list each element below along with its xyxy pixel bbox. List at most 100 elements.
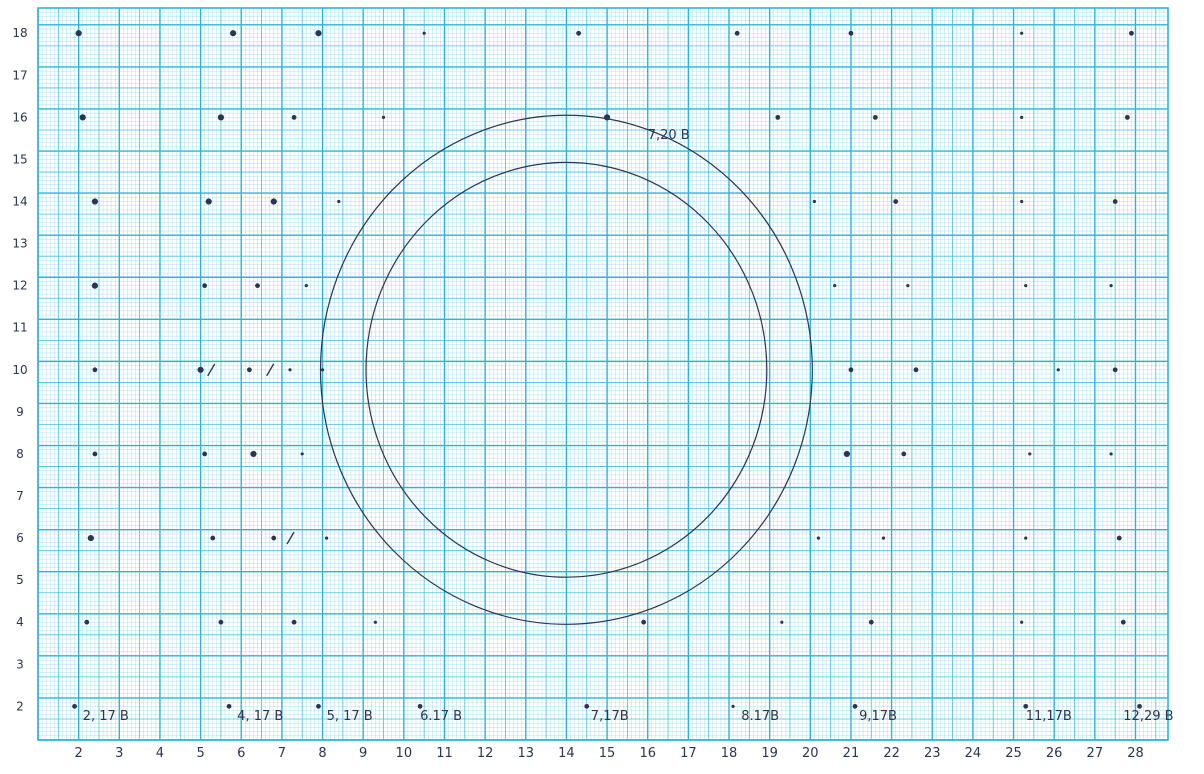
pencil-dot [92, 367, 98, 373]
pencil-dot [1020, 31, 1024, 35]
pencil-dot [217, 114, 225, 121]
x-tick-label: 26 [1046, 746, 1063, 761]
x-tick-label: 19 [761, 746, 778, 761]
x-tick-label: 28 [1127, 746, 1144, 761]
pencil-dot [288, 368, 292, 372]
pencil-dot [218, 619, 224, 625]
inner-circle [365, 161, 768, 578]
pencil-dot [848, 367, 854, 373]
pencil-dot [84, 619, 90, 625]
pencil-dot [197, 366, 204, 373]
pencil-dot [868, 619, 874, 625]
pencil-dot [1124, 114, 1130, 120]
pencil-dot [734, 30, 740, 36]
x-tick-label: 8 [318, 746, 326, 761]
pencil-dot [316, 703, 321, 709]
pencil-dot [603, 114, 611, 121]
pencil-dot [1028, 452, 1032, 456]
drawn-circles [319, 114, 813, 625]
annotation-label: 2, 17 B [83, 709, 129, 724]
annotation-label: 11,17B [1026, 709, 1072, 724]
pencil-dot [1020, 115, 1024, 119]
annotation-label: 8.17B [741, 709, 779, 724]
y-tick-label: 4 [16, 615, 24, 629]
pencil-dot [304, 284, 308, 288]
annotation-label: 9,17B [859, 709, 897, 724]
pencil-dot [291, 619, 297, 625]
annotation-label: 12,29 B [1123, 709, 1173, 724]
x-tick-label: 15 [599, 746, 616, 761]
x-tick-label: 2 [75, 746, 83, 761]
pencil-dot [1112, 367, 1118, 373]
pencil-dot [91, 282, 99, 289]
y-tick-label: 3 [16, 657, 24, 671]
annotation-label: 7,20 B [648, 128, 690, 143]
annotation-label: 6.17 B [420, 709, 462, 724]
marked-dots [72, 30, 1142, 709]
pencil-dot [270, 198, 277, 205]
x-tick-label: 24 [965, 746, 982, 761]
pencil-dot [1120, 619, 1126, 625]
pencil-dot [92, 451, 98, 457]
pencil-dot [1109, 452, 1113, 456]
x-tick-label: 10 [396, 746, 413, 761]
pencil-dot [1137, 703, 1142, 709]
pencil-dot [72, 703, 77, 709]
annotation-label: 5, 17 B [327, 709, 373, 724]
pencil-dot [1023, 703, 1029, 709]
slash-mark [207, 363, 216, 377]
pencil-dot [255, 283, 260, 289]
outer-circle [319, 114, 813, 625]
x-tick-label: 21 [843, 746, 860, 761]
y-tick-label: 10 [12, 363, 27, 377]
x-tick-label: 9 [359, 746, 367, 761]
pencil-dot [202, 283, 208, 289]
y-tick-label: 16 [12, 110, 27, 124]
y-tick-label: 11 [12, 321, 27, 335]
annotation-label: 7,17B [591, 709, 629, 724]
pencil-dot [893, 199, 899, 204]
y-tick-label: 14 [12, 195, 27, 209]
x-tick-label: 13 [517, 746, 534, 761]
pencil-dot [1024, 284, 1028, 288]
pencil-dot [1112, 199, 1118, 204]
x-tick-label: 7 [278, 746, 286, 761]
pencil-dot [226, 703, 232, 709]
pencil-dot [852, 703, 858, 709]
pencil-dot [833, 284, 837, 288]
pencil-dot [1056, 368, 1060, 372]
pencil-dot [1020, 620, 1024, 624]
pencil-dot [417, 703, 423, 709]
pencil-dot [1109, 284, 1113, 288]
x-tick-label: 18 [721, 746, 738, 761]
pencil-dot [210, 535, 216, 541]
pencil-dot [381, 115, 386, 119]
pencil-dot [91, 198, 99, 205]
pencil-dot [731, 704, 735, 708]
slash-mark [266, 363, 275, 377]
pencil-dot [576, 30, 582, 36]
x-tick-label: 3 [115, 746, 123, 761]
pencil-dot [901, 451, 907, 457]
pencil-dot [75, 30, 82, 37]
pencil-dot [230, 30, 237, 37]
x-tick-label: 16 [639, 746, 656, 761]
y-tick-label: 6 [16, 531, 24, 545]
y-tick-label: 7 [16, 489, 24, 503]
x-tick-label: 20 [802, 746, 819, 761]
pencil-dot [1020, 199, 1024, 204]
pencil-dot [848, 30, 854, 36]
x-tick-label: 14 [558, 746, 575, 761]
y-tick-label: 9 [16, 405, 24, 419]
pencil-dot [337, 199, 341, 204]
pencil-dot [79, 114, 86, 121]
pencil-dot [584, 703, 590, 709]
x-tick-label: 11 [436, 746, 453, 761]
pencil-dot [816, 536, 821, 540]
pencil-dot [320, 368, 325, 372]
pencil-dot [812, 199, 816, 204]
